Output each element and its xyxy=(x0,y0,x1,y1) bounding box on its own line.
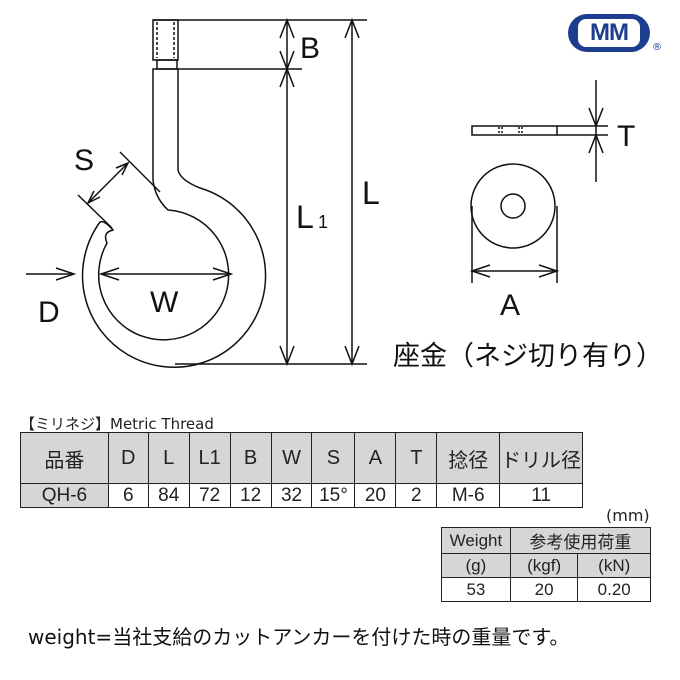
washer-side xyxy=(471,125,558,136)
header-cell: A xyxy=(354,432,397,484)
label-b: B xyxy=(300,32,320,65)
table-row: QH-6 6 84 72 12 32 15° 20 2 M-6 11 xyxy=(20,483,583,508)
label-s: S xyxy=(74,144,94,177)
washer-front xyxy=(470,163,556,249)
cell: 20 xyxy=(354,483,397,508)
weight-unit: (g) xyxy=(441,553,511,578)
table-row: 53 20 0.20 xyxy=(441,577,651,602)
washer-caption: 座金（ネジ切り有り） xyxy=(393,341,663,371)
kgf-value: 20 xyxy=(509,577,579,602)
cell: 15° xyxy=(311,483,356,508)
cell: M-6 xyxy=(436,483,501,508)
label-l1-sub: 1 xyxy=(318,212,328,232)
kn-value: 0.20 xyxy=(577,577,651,602)
header-cell: 捻径 xyxy=(436,432,501,484)
cell-part-number: QH-6 xyxy=(20,483,109,508)
header-cell: T xyxy=(395,432,438,484)
label-w: W xyxy=(150,286,179,319)
registered-mark: ® xyxy=(652,42,662,53)
label-l: L xyxy=(362,175,380,211)
cell: 72 xyxy=(188,483,231,508)
label-d: D xyxy=(38,296,60,329)
header-cell: W xyxy=(270,432,313,484)
washer-hole xyxy=(500,193,526,219)
header-cell: B xyxy=(229,432,272,484)
label-l1: L xyxy=(296,199,314,235)
label-t: T xyxy=(617,120,635,153)
weight-header: Weight xyxy=(441,527,511,554)
brand-logo: MM xyxy=(568,14,650,52)
load-header: 参考使用荷重 xyxy=(509,527,652,554)
table-caption: 【ミリネジ】Metric Thread xyxy=(20,415,214,433)
cell: 32 xyxy=(270,483,313,508)
header-cell: D xyxy=(107,432,149,484)
cell: 84 xyxy=(147,483,190,508)
spec-table: 品番 D L L1 B W S A T 捻径 ドリル径 QH-6 6 84 72… xyxy=(20,432,583,508)
hook-outline xyxy=(26,17,608,368)
header-cell: L1 xyxy=(188,432,231,484)
footnote: weight=当社支給のカットアンカーを付けた時の重量です。 xyxy=(28,625,570,649)
cell: 11 xyxy=(499,483,583,508)
weight-value: 53 xyxy=(441,577,511,602)
unit-label: (mm) xyxy=(606,506,650,525)
kgf-unit: (kgf) xyxy=(509,553,579,578)
weight-table: Weight 参考使用荷重 (g) (kgf) (kN) 53 20 0.20 xyxy=(441,527,652,602)
kn-unit: (kN) xyxy=(577,553,651,578)
header-cell: 品番 xyxy=(20,432,109,484)
header-cell: ドリル径 xyxy=(499,432,583,484)
spec-header-row: 品番 D L L1 B W S A T 捻径 ドリル径 xyxy=(20,432,583,484)
technical-drawing: B L L 1 S D W T A 座金（ネジ切り有り） xyxy=(26,17,663,371)
hook-body xyxy=(81,68,267,368)
header-cell: S xyxy=(311,432,356,484)
cell: 2 xyxy=(395,483,438,508)
cell: 6 xyxy=(107,483,149,508)
label-a: A xyxy=(500,289,520,322)
logo-text: MM xyxy=(578,19,640,47)
header-cell: L xyxy=(147,432,190,484)
cell: 12 xyxy=(229,483,272,508)
